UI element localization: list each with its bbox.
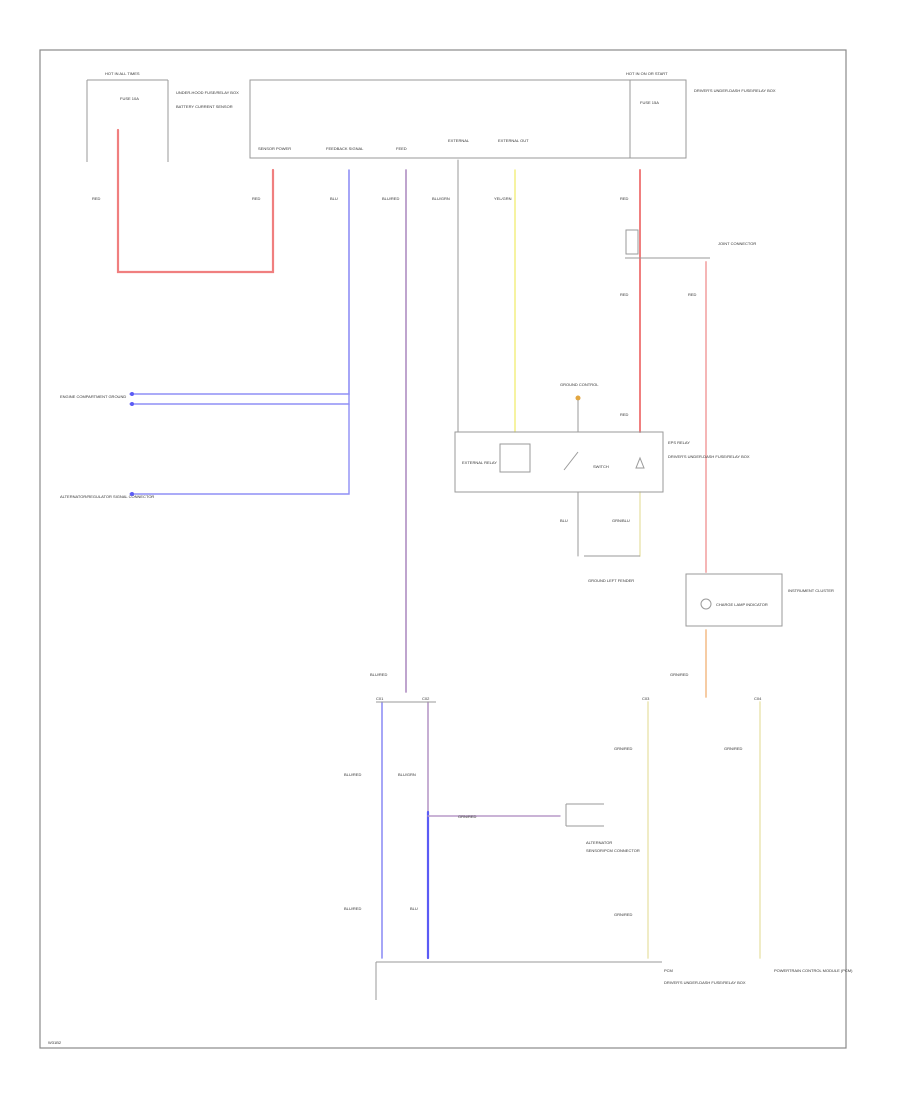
alternator-description: SENSOR/PCM CONNECTOR xyxy=(586,848,640,853)
pcm-pin-feedback: FEEDBACK SIGNAL xyxy=(326,146,364,151)
wire-label-blu-grn-2: BLU/GRN xyxy=(398,772,416,777)
wire-blue-alt xyxy=(129,403,350,495)
pcm-pin-feed: FEED xyxy=(396,146,407,151)
pin-c03: C03 xyxy=(642,696,650,701)
relay-switch-label: SWITCH xyxy=(593,464,609,469)
wires xyxy=(116,128,761,960)
relay-title: EPS RELAY xyxy=(668,440,690,445)
pcm-bottom-label: PCM xyxy=(664,968,673,973)
wire-label-blu-red-2: BLU/RED xyxy=(370,672,387,677)
left-connectors: ENGINE COMPARTMENT GROUND ALTERNATOR/REG… xyxy=(60,392,154,499)
pcm-bottom-description: DRIVER'S UNDER-DASH FUSE/RELAY BOX xyxy=(664,980,746,985)
pcm-pin-external: EXTERNAL xyxy=(448,138,470,143)
relay-description: DRIVER'S UNDER-DASH FUSE/RELAY BOX xyxy=(668,454,750,459)
wire-label-red-4: RED xyxy=(620,292,629,297)
charge-lamp-icon xyxy=(700,598,712,610)
relay-switch-contact xyxy=(563,451,579,471)
right-bottom-description: POWERTRAIN CONTROL MODULE (PCM) xyxy=(774,968,853,973)
ground-control-label: GROUND CONTROL xyxy=(560,382,599,387)
pcm-top-connector: SENSOR POWER FEEDBACK SIGNAL FEED EXTERN… xyxy=(249,71,776,159)
wire-label-blu-grn: BLU/GRN xyxy=(432,196,450,201)
wire-blue-lower xyxy=(129,393,350,405)
wire-label-red-1: RED xyxy=(92,196,101,201)
connector-rules xyxy=(375,257,710,1000)
alternator-connector: ALTERNATOR SENSOR/PCM CONNECTOR xyxy=(565,803,640,853)
fuse-block-header: HOT IN ALL TIMES xyxy=(105,71,140,76)
left-connector-2: ALTERNATOR/REGULATOR SIGNAL CONNECTOR xyxy=(60,494,154,499)
wire-label-blu-red-3: BLU/RED xyxy=(344,772,361,777)
relay-diode-icon xyxy=(635,456,645,469)
under-hood-fuse-block: HOT IN ALL TIMES FUSE 10A UNDER-HOOD FUS… xyxy=(86,71,239,162)
pcm-pin-external-out: EXTERNAL OUT xyxy=(498,138,529,143)
alternator-label: ALTERNATOR xyxy=(586,840,612,845)
wire-label-grn-red-4: GRN/RED xyxy=(724,746,743,751)
left-connector-1: ENGINE COMPARTMENT GROUND xyxy=(60,394,126,399)
fuse-right-header: HOT IN ON OR START xyxy=(626,71,668,76)
instrument-cluster: CHARGE LAMP INDICATOR INSTRUMENT CLUSTER xyxy=(685,573,834,627)
indicator-lamp-label: CHARGE LAMP INDICATOR xyxy=(716,602,768,607)
pin-c02: C02 xyxy=(422,696,430,701)
wire-label-red-5: RED xyxy=(688,292,697,297)
diagram-frame xyxy=(39,49,847,1049)
joint-connector: JOINT CONNECTOR xyxy=(625,229,756,255)
wire-label-grn-red-5: GRN/RED xyxy=(614,912,633,917)
wire-label-blu: BLU xyxy=(330,196,338,201)
diagram-code: W31B2 xyxy=(48,1040,62,1045)
wire-label-red-2: RED xyxy=(252,196,261,201)
wire-red-battery xyxy=(116,128,275,274)
joint-connector-label: JOINT CONNECTOR xyxy=(718,241,756,246)
ground-bottom-label: GROUND LEFT FENDER xyxy=(588,578,634,583)
relay-wire-blu: BLU xyxy=(560,518,568,523)
fuse-block-description: UNDER-HOOD FUSE/RELAY BOX xyxy=(176,90,239,95)
relay-coil xyxy=(499,443,531,473)
wire-label-grn-red: GRN/RED xyxy=(458,814,477,819)
ground-control-icon xyxy=(575,395,581,401)
wire-label-grn-red-2: GRN/RED xyxy=(670,672,689,677)
eps-relay: GROUND CONTROL EXTERNAL RELAY SWITCH EPS… xyxy=(454,382,750,583)
pin-c01: C01 xyxy=(376,696,384,701)
wire-label-blu-red: BLU/RED xyxy=(382,196,399,201)
connector-pin-3 xyxy=(130,492,134,496)
connector-pin-2 xyxy=(130,402,134,406)
connector-pin-labels: C01 C02 C03 C04 xyxy=(376,696,762,701)
fuse-label: FUSE 10A xyxy=(120,96,139,101)
wire-label-grn-red-3: GRN/RED xyxy=(614,746,633,751)
pcm-pin-sensor-power: SENSOR POWER xyxy=(258,146,291,151)
wire-label-red-6: RED xyxy=(620,412,629,417)
wire-label-blu-red-4: BLU/RED xyxy=(344,906,361,911)
wire-label-yel-grn: YEL/GRN xyxy=(494,196,512,201)
relay-wire-grn: GRN/BLU xyxy=(612,518,630,523)
fuse-right-description: DRIVER'S UNDER-DASH FUSE/RELAY BOX xyxy=(694,88,776,93)
wire-labels: RED RED BLU BLU/RED BLU/GRN YEL/GRN RED … xyxy=(92,196,743,917)
relay-coil-label: EXTERNAL RELAY xyxy=(462,460,497,465)
pin-c04: C04 xyxy=(754,696,762,701)
bottom-modules: PCM DRIVER'S UNDER-DASH FUSE/RELAY BOX P… xyxy=(664,968,853,985)
fuse-right-label: FUSE 15A xyxy=(640,100,659,105)
fuse-sensor-label: BATTERY CURRENT SENSOR xyxy=(176,104,233,109)
wire-label-blu-3: BLU xyxy=(410,906,418,911)
wire-blue-feedback xyxy=(129,169,350,395)
instrument-cluster-label: INSTRUMENT CLUSTER xyxy=(788,588,834,593)
wire-label-red-3: RED xyxy=(620,196,629,201)
connector-pin-1 xyxy=(130,392,134,396)
